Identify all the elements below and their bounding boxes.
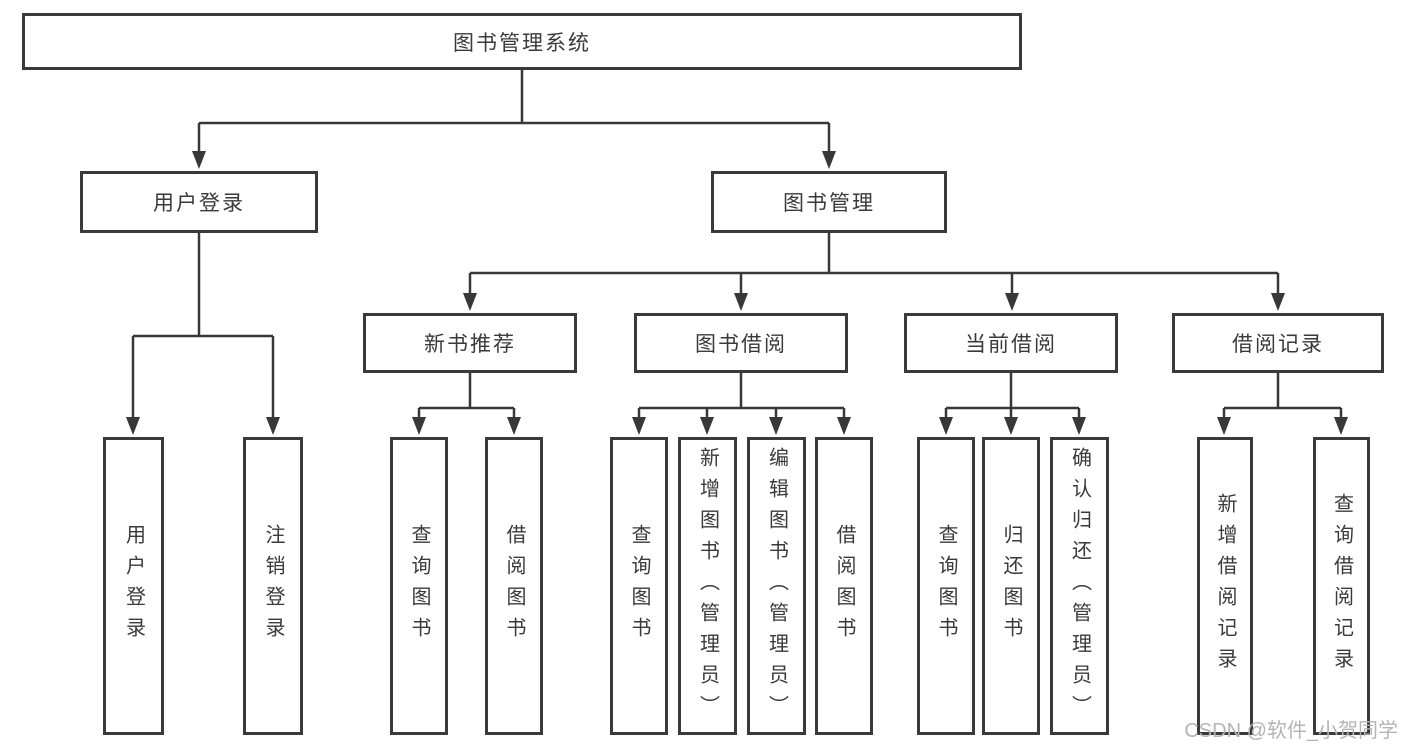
node-label: 借阅图书 <box>833 524 855 648</box>
node-label: 新书推荐 <box>424 333 516 356</box>
node-label: 查询图书 <box>408 524 430 648</box>
connector-borrow-records-to-leaves <box>1222 373 1343 419</box>
leaf-return-books: 归还图书 <box>982 437 1040 735</box>
leaf-logout: 注销登录 <box>243 437 303 735</box>
node-label: 查询图书 <box>935 524 957 648</box>
node-borrow-records: 借阅记录 <box>1172 313 1384 373</box>
arrowhead-icon <box>632 417 646 435</box>
node-book-management: 图书管理 <box>711 171 947 233</box>
node-label: 用户登录 <box>153 192 245 215</box>
node-label: 确认归还（管理员） <box>1068 446 1091 726</box>
leaf-add-books-admin: 新增图书（管理员） <box>678 437 737 735</box>
leaf-user-login: 用户登录 <box>103 437 164 735</box>
leaf-query-books-current: 查询图书 <box>917 437 975 735</box>
node-root-library-system: 图书管理系统 <box>22 13 1022 70</box>
node-label: 注销登录 <box>262 524 284 648</box>
arrowhead-icon <box>192 151 206 169</box>
arrowhead-icon <box>1217 417 1231 435</box>
node-label: 新增图书（管理员） <box>696 446 719 726</box>
leaf-query-borrow-record: 查询借阅记录 <box>1313 437 1370 735</box>
arrowhead-icon <box>1334 417 1348 435</box>
node-label: 用户登录 <box>122 524 145 648</box>
arrowhead-icon <box>939 417 953 435</box>
leaf-confirm-return-admin: 确认归还（管理员） <box>1050 437 1109 735</box>
arrowheads-group <box>126 151 1348 435</box>
arrowhead-icon <box>769 417 783 435</box>
node-user-login: 用户登录 <box>80 171 318 233</box>
node-label: 借阅图书 <box>503 524 525 648</box>
node-label: 查询图书 <box>628 524 650 648</box>
arrowhead-icon <box>507 417 521 435</box>
arrowhead-icon <box>412 417 426 435</box>
node-label: 借阅记录 <box>1232 333 1324 356</box>
leaf-edit-books-admin: 编辑图书（管理员） <box>747 437 806 735</box>
node-label: 图书管理系统 <box>453 31 591 55</box>
node-label: 当前借阅 <box>965 333 1057 356</box>
node-current-borrow: 当前借阅 <box>904 313 1118 373</box>
leaf-borrow-books: 借阅图书 <box>815 437 873 735</box>
node-label: 归还图书 <box>1000 524 1022 648</box>
connector-book-management-to-level3 <box>468 233 1280 295</box>
arrowhead-icon <box>1005 293 1019 311</box>
connector-book-borrow-to-leaves <box>637 373 846 419</box>
arrowhead-icon <box>126 417 140 435</box>
node-label: 图书管理 <box>783 192 875 215</box>
leaf-query-books-recommend: 查询图书 <box>390 437 448 735</box>
connector-user-login-to-leaves <box>131 233 275 418</box>
arrowhead-icon <box>734 293 748 311</box>
node-book-borrow: 图书借阅 <box>634 313 848 373</box>
node-label: 编辑图书（管理员） <box>765 446 788 726</box>
arrowhead-icon <box>822 151 836 169</box>
node-new-book-recommend: 新书推荐 <box>363 313 577 373</box>
arrowhead-icon <box>266 417 280 435</box>
node-label: 查询借阅记录 <box>1330 493 1353 679</box>
arrowhead-icon <box>700 417 714 435</box>
arrowhead-icon <box>837 417 851 435</box>
leaf-add-borrow-record: 新增借阅记录 <box>1197 437 1253 735</box>
leaf-query-books-borrow: 查询图书 <box>610 437 668 735</box>
arrowhead-icon <box>463 293 477 311</box>
arrowhead-icon <box>1004 417 1018 435</box>
arrowhead-icon <box>1271 293 1285 311</box>
arrowhead-icon <box>1072 417 1086 435</box>
connector-current-borrow-to-leaves <box>944 373 1081 419</box>
node-label: 图书借阅 <box>695 333 787 356</box>
csdn-watermark: CSDN @软件_小贺同学 <box>1184 720 1398 742</box>
connector-new-book-recommend-to-leaves <box>417 373 516 419</box>
node-label: 新增借阅记录 <box>1214 493 1236 679</box>
leaf-borrow-books-recommend: 借阅图书 <box>485 437 543 735</box>
connector-root-to-level2 <box>197 70 831 152</box>
